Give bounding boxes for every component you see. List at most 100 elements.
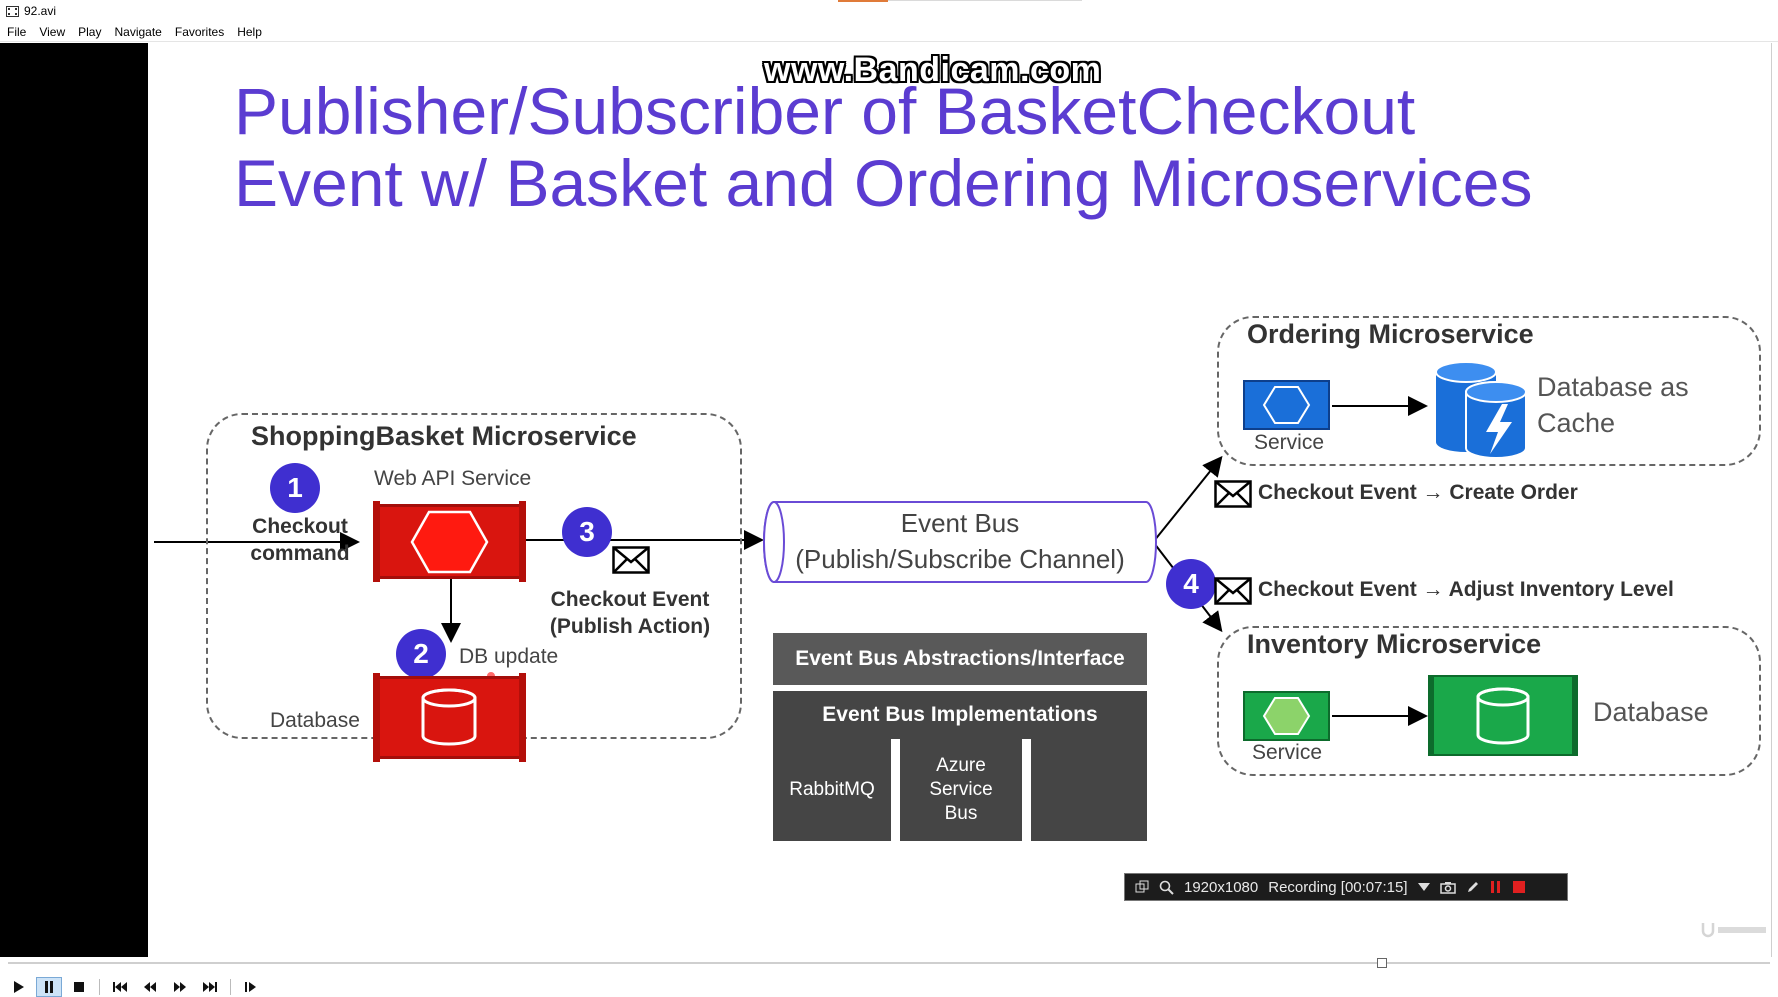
udemy-logo-icon (1701, 923, 1766, 938)
window-mode-icon[interactable] (1135, 880, 1149, 894)
previous-button[interactable] (107, 977, 133, 997)
checkout-command-line2: command (250, 542, 350, 565)
inventory-service-label: Service (1252, 741, 1323, 764)
menu-favorites[interactable]: Favorites (174, 24, 225, 39)
checkout-event-label: Checkout Event (Publish Action) (546, 586, 714, 640)
envelope-icon (612, 546, 650, 574)
camera-icon[interactable] (1439, 881, 1456, 894)
database-icon (421, 688, 477, 746)
create-order-event: Checkout Event → Create Order (1258, 481, 1578, 504)
menu-view[interactable]: View (39, 24, 66, 39)
event-bus-implementations: Event Bus Implementations (773, 691, 1147, 739)
impl-azure-service-bus: Azure Service Bus (900, 739, 1022, 841)
play-icon (14, 981, 24, 993)
inventory-service (1243, 691, 1330, 741)
basket-database-label: Database (270, 709, 360, 732)
pause-button[interactable] (36, 977, 62, 997)
recording-toolbar: 1920x1080 Recording [00:07:15] (1124, 873, 1568, 901)
event-bus-label: Event Bus (Publish/Subscribe Channel) (770, 505, 1150, 577)
controls-separator (99, 979, 100, 995)
cache-database-icon (1435, 361, 1526, 459)
next-button[interactable] (197, 977, 223, 997)
bandicam-watermark: www.Bandicam.com (764, 51, 1102, 89)
skip-back-icon (113, 982, 127, 992)
skip-forward-icon (203, 982, 217, 992)
step-badge-4: 4 (1166, 559, 1216, 609)
play-button[interactable] (6, 977, 32, 997)
ordering-db-line1: Database as (1537, 372, 1689, 402)
menu-file[interactable]: File (7, 24, 27, 39)
ordering-service (1243, 380, 1330, 430)
event-bus-abstractions: Event Bus Abstractions/Interface (773, 633, 1147, 685)
stop-record-icon[interactable] (1512, 880, 1526, 894)
web-api-service (373, 501, 526, 582)
step-badge-3: 3 (562, 507, 612, 557)
inventory-db-label: Database (1593, 697, 1709, 727)
ordering-db-label: Database as Cache (1537, 369, 1689, 441)
ordering-service-label: Service (1254, 431, 1325, 454)
menu-navigate[interactable]: Navigate (114, 24, 162, 39)
diagram-arrows (154, 396, 1428, 726)
playback-controls (0, 969, 1778, 997)
window-title: 92.avi (24, 4, 57, 18)
inventory-database (1428, 675, 1578, 756)
envelope-icon (1214, 577, 1252, 605)
checkout-command-label: Checkout command (220, 513, 380, 567)
checkout-event-line2: (Publish Action) (549, 615, 711, 638)
menu-bar: File View Play Navigate Favorites Help (0, 22, 1778, 42)
adjust-inventory-event: Checkout Event → Adjust Inventory Level (1258, 578, 1674, 601)
shopping-basket-title: ShoppingBasket Microservice (251, 421, 637, 451)
seek-bar[interactable] (0, 957, 1778, 969)
hexagon-icon (1262, 386, 1311, 424)
database-icon (1476, 687, 1530, 745)
video-frame[interactable]: Publisher/Subscriber of BasketCheckout E… (148, 43, 1778, 957)
step-badge-2: 2 (396, 629, 446, 679)
ordering-group (1217, 316, 1761, 466)
event-bus-cylinder (763, 501, 1157, 583)
inventory-group (1217, 626, 1761, 776)
rewind-icon (144, 982, 156, 992)
seek-track[interactable] (8, 962, 1770, 964)
stop-button[interactable] (66, 977, 92, 997)
recording-resolution: 1920x1080 (1184, 878, 1259, 896)
step-badge-1: 1 (270, 463, 320, 513)
menu-play[interactable]: Play (78, 24, 102, 39)
recording-status: Recording [00:07:15] (1268, 878, 1408, 896)
checkout-command-line1: Checkout (252, 515, 348, 538)
frame-step-icon (245, 982, 256, 992)
hexagon-icon (410, 510, 489, 574)
seek-thumb[interactable] (1377, 958, 1388, 968)
slide-title-line1: Publisher/Subscriber of BasketCheckout (234, 74, 1416, 148)
envelope-icon (1214, 480, 1252, 508)
magnifier-icon[interactable] (1159, 880, 1174, 895)
fast-forward-icon (174, 982, 186, 992)
db-update-label: DB update (459, 645, 559, 668)
ordering-title: Ordering Microservice (1247, 319, 1534, 349)
slide-title-line2: Event w/ Basket and Ordering Microservic… (234, 146, 1533, 220)
title-accent-line (888, 0, 1082, 1)
pause-record-icon[interactable] (1490, 880, 1502, 894)
slide-title: Publisher/Subscriber of BasketCheckout E… (234, 75, 1734, 219)
title-bar: 92.avi (0, 0, 1778, 22)
video-letterbox (0, 43, 148, 957)
basket-database (373, 673, 526, 762)
frame-step-button[interactable] (238, 977, 264, 997)
video-right-edge (1771, 43, 1778, 957)
title-accent (838, 0, 888, 2)
fast-forward-button[interactable] (167, 977, 193, 997)
controls-separator (230, 979, 231, 995)
impl-blank (1031, 739, 1147, 841)
pencil-icon[interactable] (1466, 880, 1480, 894)
hexagon-icon (1262, 697, 1311, 735)
rewind-button[interactable] (137, 977, 163, 997)
impl-rabbitmq: RabbitMQ (773, 739, 891, 841)
pause-icon (45, 981, 53, 993)
menu-help[interactable]: Help (237, 24, 262, 39)
dropdown-arrow-icon[interactable] (1417, 882, 1430, 892)
checkout-event-line1: Checkout Event (550, 588, 710, 611)
inventory-title: Inventory Microservice (1247, 629, 1542, 659)
ordering-db-line2: Cache (1537, 408, 1616, 438)
film-icon (6, 5, 19, 17)
web-api-label: Web API Service (374, 467, 532, 490)
